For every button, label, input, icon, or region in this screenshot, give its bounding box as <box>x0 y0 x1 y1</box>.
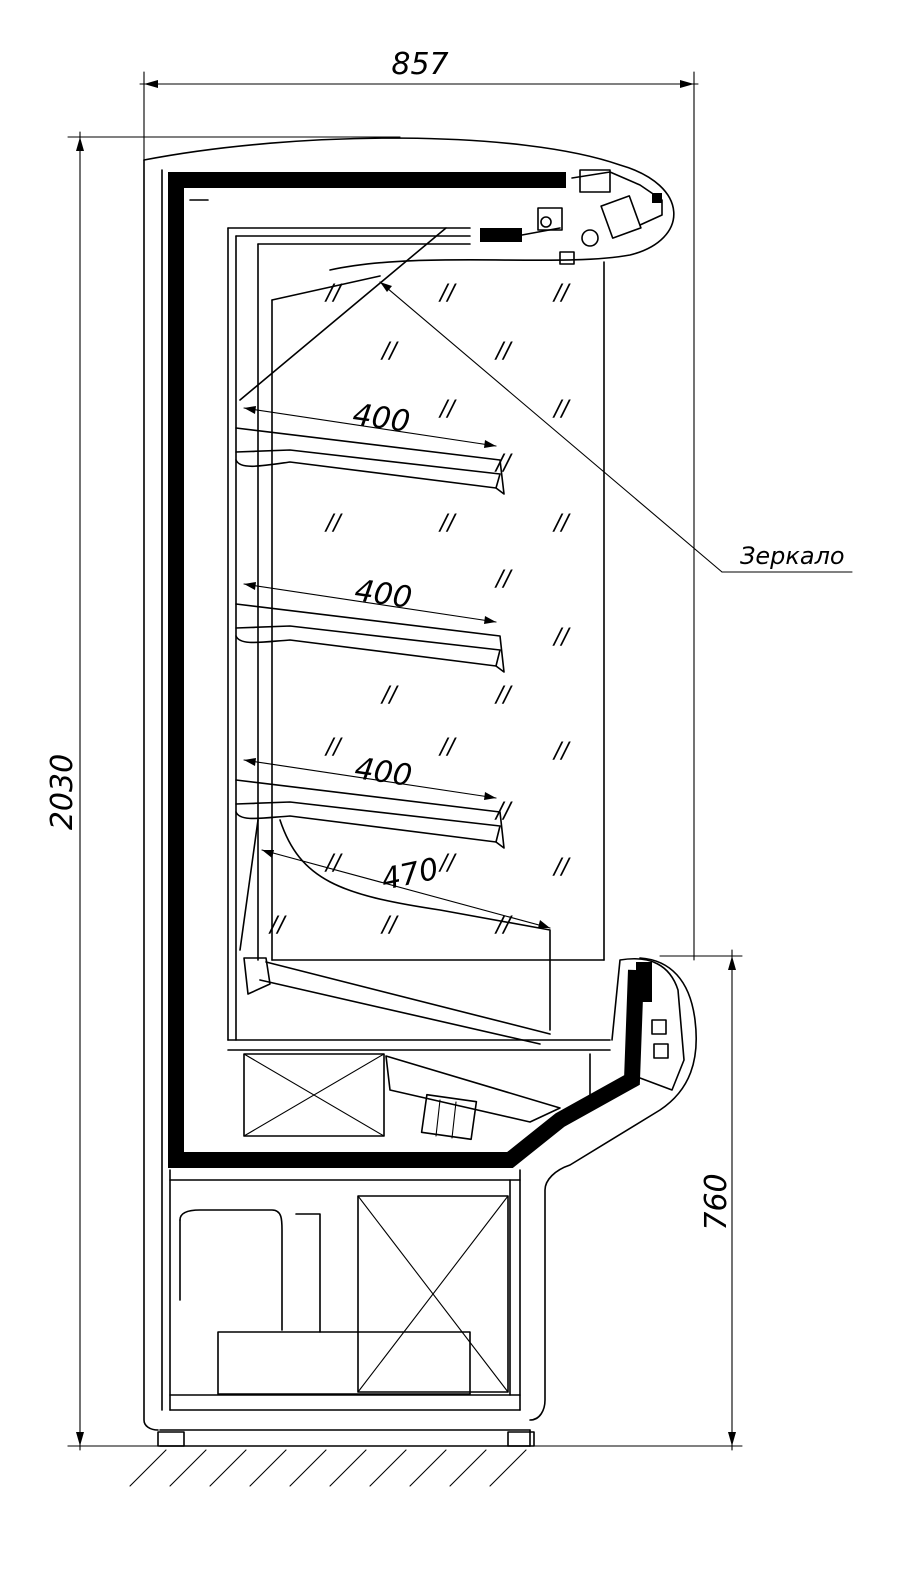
shelf-1-depth-label: 400 <box>351 397 413 440</box>
glass-mark: // <box>494 567 513 592</box>
dimension-height: 2030 <box>45 131 401 1451</box>
glass-mark: // <box>438 397 457 422</box>
bottom-tray <box>227 957 611 1051</box>
glass-mark: // <box>552 281 571 306</box>
glass-mark: // <box>438 281 457 306</box>
shelf-1: 400 <box>235 397 505 495</box>
lower-dimension-label: 760 <box>699 1173 734 1230</box>
glass-mark: // <box>438 851 457 876</box>
cabinet-outer-shell <box>143 137 698 1447</box>
dimension-width: 857 <box>139 47 699 961</box>
shelf-4-depth-label: 470 <box>378 852 441 898</box>
glass-mark: // <box>380 339 399 364</box>
glass-mark: // <box>552 855 571 880</box>
shelf-3: 400 <box>235 751 505 849</box>
machine-compartment <box>169 1169 521 1411</box>
shelf-2: 400 <box>235 573 505 673</box>
glass-mark: // <box>438 511 457 536</box>
glass-mark: // <box>380 913 399 938</box>
glass-mark: // <box>494 913 513 938</box>
width-dimension-label: 857 <box>391 47 448 82</box>
mirror-callout: Зеркало <box>239 227 853 573</box>
glass-mark: // <box>552 739 571 764</box>
height-dimension-label: 2030 <box>45 754 80 830</box>
shelf-2-depth-label: 400 <box>353 573 415 616</box>
glass-mark: // <box>552 625 571 650</box>
glass-mark: // <box>324 281 343 306</box>
glass-hatch-marks: // // // // // // // // // // // // // /… <box>268 281 571 938</box>
mirror-label: Зеркало <box>740 542 845 570</box>
inner-back-panel <box>227 227 471 1041</box>
canopy-unit <box>189 169 663 265</box>
support-feet <box>157 1431 535 1447</box>
glass-mark: // <box>494 339 513 364</box>
front-air-grille <box>611 958 685 1091</box>
glass-mark: // <box>494 683 513 708</box>
glass-mark: // <box>324 735 343 760</box>
glass-mark: // <box>494 451 513 476</box>
dimension-lower: 760 <box>539 949 743 1451</box>
evaporator-compartment <box>243 1053 591 1141</box>
glass-mark: // <box>324 851 343 876</box>
shelf-3-depth-label: 400 <box>353 751 415 794</box>
insulation-wall <box>168 172 644 1168</box>
glass-mark: // <box>552 511 571 536</box>
glass-mark: // <box>552 397 571 422</box>
glass-mark: // <box>494 799 513 824</box>
glass-mark: // <box>438 735 457 760</box>
glass-mark: // <box>380 683 399 708</box>
glass-mark: // <box>268 913 287 938</box>
floor-hatching <box>67 1445 561 1487</box>
glass-mark: // <box>324 511 343 536</box>
